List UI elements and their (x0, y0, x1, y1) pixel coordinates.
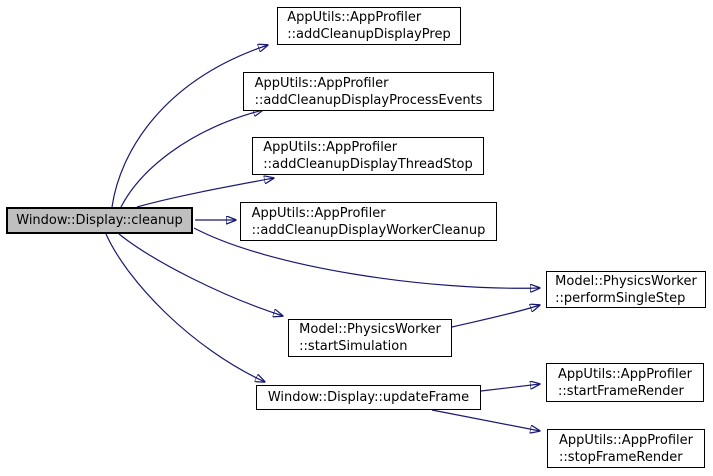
node-label-line: ::addCleanupDisplayWorkerCleanup (251, 222, 486, 238)
node-label: AppUtils::AppProfiler ::addCleanupDispla… (287, 9, 450, 43)
node-add-cleanup-display-worker-cleanup[interactable]: AppUtils::AppProfiler ::addCleanupDispla… (240, 202, 497, 241)
node-start-frame-render[interactable]: AppUtils::AppProfiler ::startFrameRender (546, 363, 704, 402)
node-window-display-cleanup[interactable]: Window::Display::cleanup (6, 207, 193, 234)
node-label-line: AppUtils::AppProfiler (251, 205, 386, 221)
node-label-line: Window::Display::cleanup (16, 213, 183, 228)
node-label: AppUtils::AppProfiler ::addCleanupDispla… (263, 139, 473, 173)
node-label-line: Model::PhysicsWorker (299, 322, 441, 337)
node-label-line: ::stopFrameRender (559, 449, 683, 465)
node-add-cleanup-display-process-events[interactable]: AppUtils::AppProfiler ::addCleanupDispla… (243, 72, 494, 111)
node-label: Window::Display::updateFrame (268, 389, 469, 406)
node-label-line: ::startFrameRender (558, 383, 684, 399)
node-label: AppUtils::AppProfiler ::addCleanupDispla… (252, 205, 486, 239)
edge-update-frame-to-start-frame-render (480, 384, 540, 392)
node-label-line: AppUtils::AppProfiler (287, 10, 422, 25)
node-label-line: ::addCleanupDisplayThreadStop (263, 157, 473, 172)
node-start-simulation[interactable]: Model::PhysicsWorker ::startSimulation (288, 319, 452, 357)
node-label-line: ::addCleanupDisplayPrep (287, 27, 451, 42)
node-label-line: ::addCleanupDisplayProcessEvents (254, 92, 483, 108)
node-label-line: AppUtils::AppProfiler (558, 366, 692, 382)
node-add-cleanup-display-prep[interactable]: AppUtils::AppProfiler ::addCleanupDispla… (277, 7, 461, 45)
edge-cleanup-to-add-cleanup-display-prep (111, 45, 268, 208)
node-label: AppUtils::AppProfiler ::stopFrameRender (559, 432, 693, 466)
node-label-line: Model::PhysicsWorker (555, 273, 697, 289)
node-label: AppUtils::AppProfiler ::addCleanupDispla… (255, 75, 483, 109)
node-window-display-update-frame[interactable]: Window::Display::updateFrame (256, 385, 481, 410)
edge-cleanup-to-update-frame (105, 233, 265, 382)
edge-cleanup-to-perform-single-step (193, 227, 540, 288)
edge-cleanup-to-start-simulation (118, 233, 283, 316)
node-label-line: ::performSingleStep (555, 290, 686, 306)
node-add-cleanup-display-thread-stop[interactable]: AppUtils::AppProfiler ::addCleanupDispla… (252, 137, 484, 175)
edge-update-frame-to-stop-frame-render (431, 409, 540, 431)
edge-cleanup-to-add-cleanup-display-process-events (120, 110, 263, 208)
node-label: AppUtils::AppProfiler ::startFrameRender (558, 366, 692, 400)
edge-start-simulation-to-perform-single-step (451, 305, 540, 328)
node-label-line: AppUtils::AppProfiler (263, 140, 398, 155)
node-label-line: ::startSimulation (299, 339, 408, 354)
node-label-line: AppUtils::AppProfiler (254, 75, 389, 91)
edge-cleanup-to-add-cleanup-display-thread-stop (136, 178, 274, 208)
node-label: Window::Display::cleanup (16, 212, 183, 229)
node-perform-single-step[interactable]: Model::PhysicsWorker ::performSingleStep (546, 271, 706, 308)
node-label-line: Window::Display::updateFrame (267, 390, 470, 405)
node-label: Model::PhysicsWorker ::performSingleStep (555, 273, 697, 307)
node-label: Model::PhysicsWorker ::startSimulation (299, 321, 441, 355)
node-stop-frame-render[interactable]: AppUtils::AppProfiler ::stopFrameRender (547, 429, 705, 468)
node-label-line: AppUtils::AppProfiler (559, 432, 693, 448)
